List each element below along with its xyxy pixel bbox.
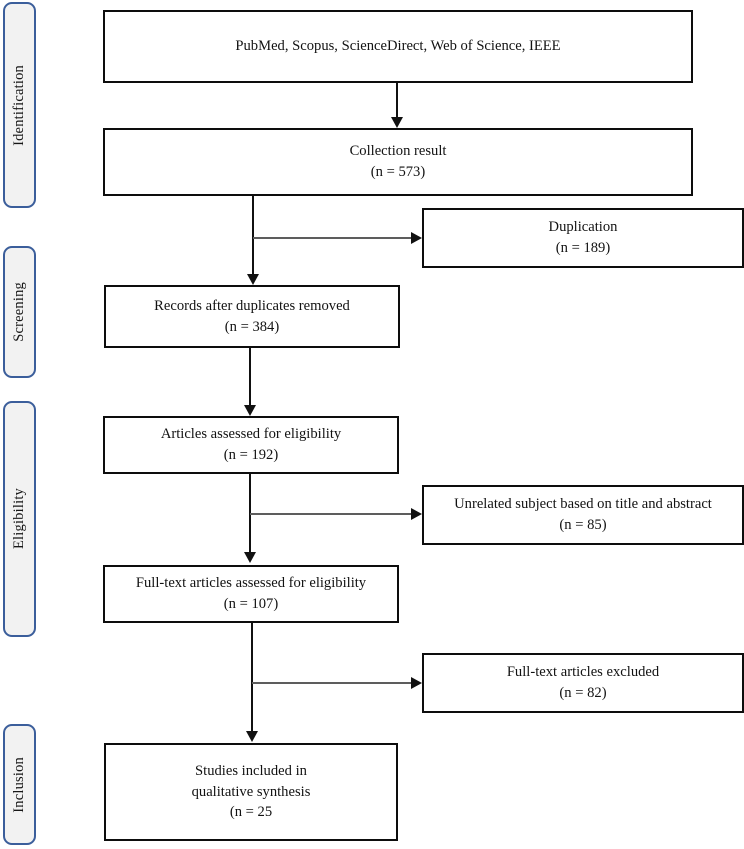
stage-label-inclusion: Inclusion [11, 756, 28, 813]
connector-fulltext-to-included [251, 623, 253, 731]
box-studies-included: Studies included in qualitative synthesi… [104, 743, 398, 841]
box-fulltext-excluded: Full-text articles excluded (n = 82) [422, 653, 744, 713]
stage-label-identification: Identification [11, 64, 28, 146]
connector-branch-duplication [253, 237, 413, 239]
box-unrelated-subject: Unrelated subject based on title and abs… [422, 485, 744, 545]
arrow-fulltext-to-included [246, 731, 258, 742]
box-fulltext-excluded-text: Full-text articles excluded (n = 82) [506, 664, 660, 701]
box-unrelated-subject-text: Unrelated subject based on title and abs… [454, 496, 712, 533]
box-records-after-duplicates-text: Records after duplicates removed (n = 38… [154, 297, 350, 335]
connector-branch-excluded [252, 682, 413, 684]
box-duplication-text: Duplication (n = 189) [548, 219, 618, 256]
box-fulltext-assessed: Full-text articles assessed for eligibil… [103, 565, 399, 623]
arrow-sources-to-collection [391, 117, 403, 128]
box-collection-result-text: Collection result (n = 573) [349, 143, 447, 180]
stage-pill-inclusion: Inclusion [3, 724, 36, 845]
arrow-articles-to-fulltext [244, 552, 256, 563]
stage-label-eligibility: Eligibility [11, 488, 28, 550]
connector-sources-to-collection [396, 83, 398, 117]
stage-label-screening: Screening [11, 282, 28, 342]
box-collection-result: Collection result (n = 573) [103, 128, 693, 196]
box-duplication: Duplication (n = 189) [422, 208, 744, 268]
box-studies-included-text: Studies included in qualitative synthesi… [191, 762, 311, 821]
arrow-records-to-articles [244, 405, 256, 416]
arrow-collection-to-records [247, 274, 259, 285]
box-articles-assessed-text: Articles assessed for eligibility (n = 1… [160, 426, 342, 463]
box-records-after-duplicates: Records after duplicates removed (n = 38… [104, 285, 400, 348]
arrow-branch-unrelated [411, 508, 422, 520]
stage-pill-eligibility: Eligibility [3, 401, 36, 637]
box-sources-text: PubMed, Scopus, ScienceDirect, Web of Sc… [235, 38, 561, 55]
connector-branch-unrelated [250, 513, 413, 515]
stage-pill-identification: Identification [3, 2, 36, 208]
arrow-branch-excluded [411, 677, 422, 689]
stage-pill-screening: Screening [3, 246, 36, 378]
arrow-branch-duplication [411, 232, 422, 244]
box-articles-assessed: Articles assessed for eligibility (n = 1… [103, 416, 399, 474]
box-fulltext-assessed-text: Full-text articles assessed for eligibil… [135, 575, 367, 612]
box-sources: PubMed, Scopus, ScienceDirect, Web of Sc… [103, 10, 693, 83]
connector-collection-to-records [252, 196, 254, 274]
connector-records-to-articles [249, 348, 251, 405]
